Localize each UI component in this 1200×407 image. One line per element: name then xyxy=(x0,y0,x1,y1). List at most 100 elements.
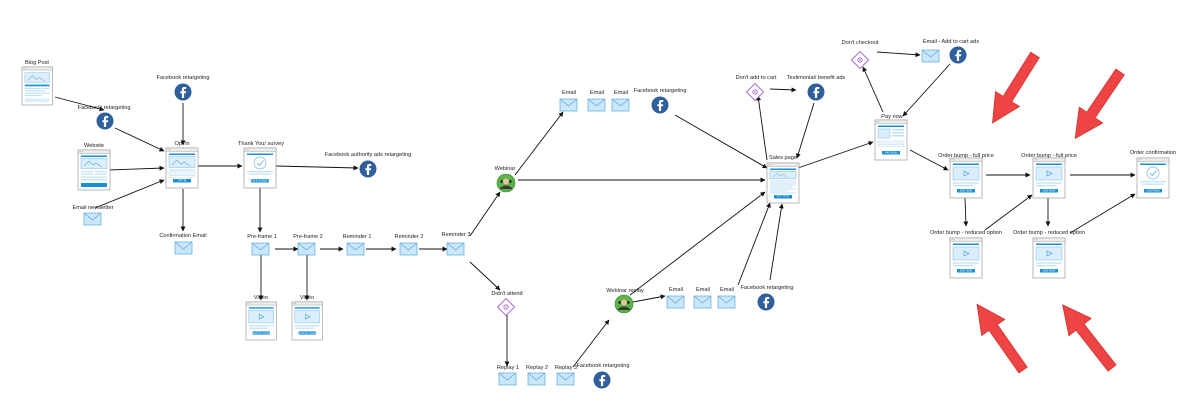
facebook-icon xyxy=(949,46,967,64)
red-arrow-annotation xyxy=(965,295,1035,379)
facebook-icon xyxy=(593,371,611,389)
condition-diamond-icon xyxy=(497,298,515,316)
label-webinar: Webinar xyxy=(495,166,516,172)
label-email: Email xyxy=(590,90,604,96)
label-email-newsletter: Email newsletter xyxy=(72,205,113,211)
email-icon xyxy=(559,98,578,112)
bump-full-2-button-text: ADD NOW xyxy=(1043,189,1056,193)
label-dont-checkout: Don't checkout xyxy=(842,40,879,46)
label-didnt-attend: Didn't attend xyxy=(491,291,522,297)
page-sales: BUY NOW xyxy=(767,163,799,203)
label-webinar-replay: Webinar replay xyxy=(606,288,644,294)
label-reminder-2: Reminder 2 xyxy=(395,234,424,240)
label-facebook-retargeting: Facebook retargeting xyxy=(741,285,794,291)
email-icon xyxy=(611,98,630,112)
email-icon xyxy=(297,242,316,256)
page-order-bump-reduced-2: ADD NOW xyxy=(1033,238,1065,278)
thank-you-button-text: TAKE SURVEY xyxy=(251,179,269,183)
label-facebook-retargeting: Facebook retargeting xyxy=(78,105,131,111)
label-order-confirmation: Order confirmation xyxy=(1130,150,1176,156)
facebook-icon xyxy=(359,160,377,178)
label-email: Email xyxy=(562,90,576,96)
label-pay-now: Pay now xyxy=(881,114,903,120)
page-video-1: WATCH NOW xyxy=(246,302,276,340)
email-icon xyxy=(693,295,712,309)
facebook-icon xyxy=(807,83,825,101)
sales-button-text: BUY NOW xyxy=(777,194,790,198)
label-order-bump-full-price: Order bump - full price xyxy=(938,153,994,159)
label-pre-frame-1: Pre-frame 1 xyxy=(247,234,277,240)
label-blog-post: Blog Post xyxy=(25,60,49,66)
label-video: Video xyxy=(300,295,314,301)
email-icon xyxy=(251,242,270,256)
label-email: Email xyxy=(720,287,734,293)
label-email-add-to-cart-ads: Email - Add to cart ads xyxy=(923,39,979,45)
red-arrow-annotation xyxy=(980,47,1048,131)
bump-reduced-2-button-text: ADD NOW xyxy=(1043,269,1056,273)
label-confirmation-email: Confirmation Email xyxy=(159,233,206,239)
facebook-icon xyxy=(174,83,192,101)
facebook-icon xyxy=(757,293,775,311)
label-reminder-3: Reminder 3 xyxy=(442,232,471,238)
connectors xyxy=(54,51,1136,368)
video-2-button-text: WATCH NOW xyxy=(299,331,316,335)
red-arrow-annotation xyxy=(1051,295,1124,378)
label-testimonial-benefit-ads: Testimonial/ benefit ads xyxy=(787,75,846,81)
webinar-icon xyxy=(496,173,516,193)
label-facebook-retargeting: Facebook retargeting xyxy=(577,363,630,369)
pay-button-text: PAY NOW xyxy=(885,151,897,155)
bump-reduced-1-button-text: ADD NOW xyxy=(960,269,973,273)
email-icon xyxy=(666,295,685,309)
label-reminder-1: Reminder 1 xyxy=(343,234,372,240)
email-icon xyxy=(556,372,575,386)
page-blog-post xyxy=(22,67,52,105)
email-icon xyxy=(498,372,517,386)
facebook-icon xyxy=(651,96,669,114)
email-icon xyxy=(446,242,465,256)
label-email: Email xyxy=(614,90,628,96)
video-1-button-text: WATCH NOW xyxy=(253,331,270,335)
opt-in-button-text: OPT IN xyxy=(178,179,187,183)
label-email: Email xyxy=(669,287,683,293)
page-website xyxy=(78,150,110,190)
label-replay-2: Replay 2 xyxy=(526,365,548,371)
page-pay-now: PAY NOW xyxy=(875,120,907,160)
email-icon xyxy=(399,242,418,256)
facebook-icon xyxy=(96,112,114,130)
page-order-bump-full-1: ADD NOW xyxy=(950,158,982,198)
label-facebook-authority-ads: Facebook authority ads retargeting xyxy=(325,152,411,158)
label-order-bump-full-price: Order bump - full price xyxy=(1021,153,1077,159)
bump-full-1-button-text: ADD NOW xyxy=(960,189,973,193)
label-facebook-retargeting: Facebook retargeting xyxy=(157,75,210,81)
page-opt-in: OPT IN xyxy=(166,148,198,188)
email-icon xyxy=(717,295,736,309)
email-icon xyxy=(587,98,606,112)
page-video-2: WATCH NOW xyxy=(292,302,322,340)
label-website: Website xyxy=(84,143,104,149)
labels: Blog Post Facebook retargeting Facebook … xyxy=(25,39,1176,371)
email-icon xyxy=(921,49,940,63)
email-icon xyxy=(174,241,193,255)
email-icon xyxy=(346,242,365,256)
label-sales-page: Sales page xyxy=(769,155,797,161)
label-order-bump-reduced-option: Order bump - reduced option xyxy=(930,230,1002,236)
label-dont-add-to-cart: Don't add to cart xyxy=(736,75,777,81)
email-icon xyxy=(83,212,102,226)
page-order-bump-reduced-1: ADD NOW xyxy=(950,238,982,278)
page-order-bump-full-2: ADD NOW xyxy=(1033,158,1065,198)
label-thank-you-survey: Thank You/ survey xyxy=(238,141,284,147)
confirmation-button-text: CONTINUE xyxy=(1146,189,1160,193)
email-icon xyxy=(527,372,546,386)
label-facebook-retargeting: Facebook retargeting xyxy=(634,88,687,94)
condition-diamond-icon xyxy=(746,83,764,101)
label-pre-frame-2: Pre-frame 2 xyxy=(293,234,323,240)
label-opt-in: Opt in xyxy=(175,141,190,147)
red-arrow-annotation xyxy=(1063,63,1133,147)
condition-diamond-icon xyxy=(851,51,869,69)
webinar-icon xyxy=(614,294,634,314)
label-video: Video xyxy=(254,295,268,301)
label-order-bump-reduced-option: Order bump - reduced option xyxy=(1013,230,1085,236)
page-thank-you-survey: TAKE SURVEY xyxy=(244,148,276,188)
label-replay-3: Replay 3 xyxy=(555,365,577,371)
